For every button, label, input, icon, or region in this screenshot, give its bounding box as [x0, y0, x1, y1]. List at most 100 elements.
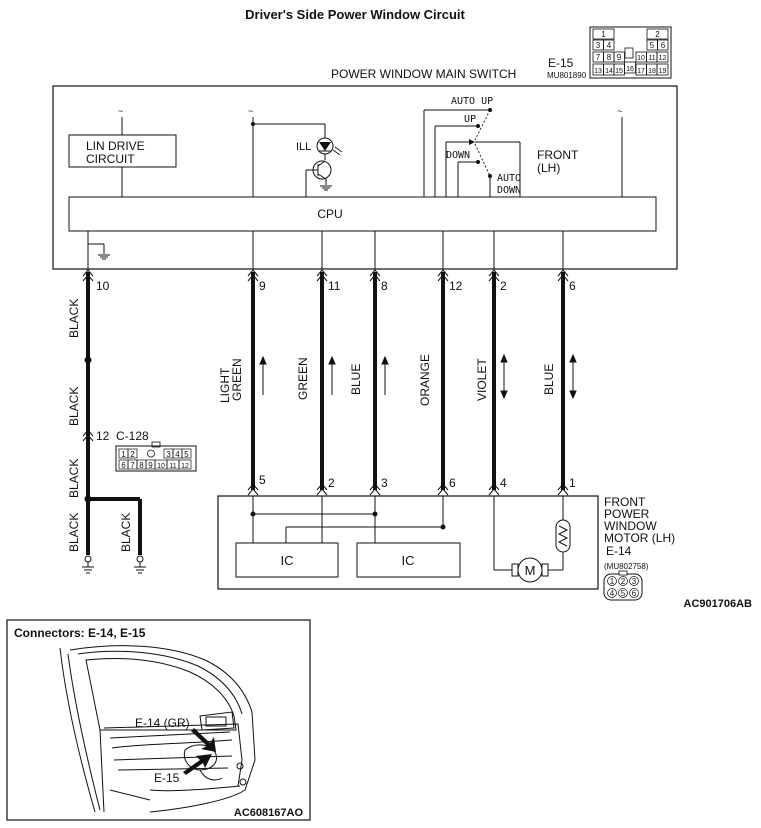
e15-pin: 12	[659, 55, 667, 62]
pin-bottom-4: 4	[500, 476, 507, 490]
e15-pin: 9	[617, 53, 622, 62]
connectors-title: Connectors: E-14, E-15	[14, 626, 146, 640]
connectors-box	[6, 619, 311, 821]
e14-pin-2: 2	[621, 577, 626, 586]
e15-pin: 18	[648, 68, 656, 75]
c128-pin-3: 3	[166, 450, 171, 459]
c128-pin: 12	[96, 429, 110, 443]
e15-pin: 19	[659, 68, 667, 75]
e15-pin: 5	[650, 41, 655, 50]
cpu-block	[68, 196, 657, 232]
c128-pin-1: 1	[121, 450, 126, 459]
e15-pin: 13	[594, 68, 602, 75]
motor-label-2: POWER	[604, 507, 650, 521]
callout-e14: E-14 (GR)	[135, 716, 190, 730]
pin-top-12: 12	[449, 279, 463, 293]
lin-drive-line1: LIN DRIVE	[86, 139, 145, 153]
e15-pin: 16	[626, 66, 634, 73]
motor-m-label: M	[525, 563, 536, 578]
callout-e15: E-15	[154, 771, 180, 785]
e14-pin-4: 4	[610, 589, 615, 598]
e15-pin: 17	[637, 68, 645, 75]
switch-label: POWER WINDOW MAIN SWITCH	[331, 67, 516, 81]
wire-color-blue-1: BLUE	[349, 364, 363, 395]
wire-color-black-5: BLACK	[119, 513, 133, 552]
e15-pin: 2	[655, 30, 660, 39]
ic-label-2: IC	[402, 553, 415, 568]
e15-pin: 11	[648, 55, 655, 62]
e14-pin-5: 5	[621, 589, 626, 598]
e14-pin-1: 1	[610, 577, 615, 586]
pin-top-2: 2	[500, 279, 507, 293]
wire-color-green-2: GREEN	[296, 357, 310, 400]
e14-pin-3: 3	[632, 577, 637, 586]
c128-pin-5: 5	[184, 450, 189, 459]
sw-auto-label: AUTO	[497, 173, 521, 184]
e14-part-number: (MU802758)	[604, 562, 649, 571]
wire-color-black-4: BLACK	[67, 513, 81, 552]
wavy-mark: ~	[617, 106, 622, 116]
e14-connector-grid: 1 2 3 4 5 6	[603, 570, 643, 601]
wire-color-violet: VIOLET	[475, 358, 489, 401]
c128-connector-grid: 1 2 3 4 5 6 7 8 9 10 11 12	[115, 441, 197, 472]
e15-pin: 6	[661, 41, 666, 50]
motor-symbol: M	[511, 557, 549, 583]
pin-bottom-6: 6	[449, 476, 456, 490]
c128-pin-9: 9	[148, 461, 153, 470]
signal-arrows	[259, 353, 577, 400]
wire-color-black-1: BLACK	[67, 299, 81, 338]
pin-top-9: 9	[259, 279, 266, 293]
sw-down-label: DOWN	[446, 150, 470, 161]
arrow-e15-icon	[183, 754, 212, 775]
wire-color-orange: ORANGE	[418, 354, 432, 406]
ground-symbols	[82, 555, 146, 574]
door-illustration	[59, 645, 256, 813]
wavy-mark: ~	[118, 106, 123, 116]
motor-label-4: MOTOR (LH)	[604, 531, 675, 545]
wire-color-black-3: BLACK	[67, 459, 81, 498]
motor-label-1: FRONT	[604, 495, 646, 509]
lin-drive-line2: CIRCUIT	[86, 152, 135, 166]
c128-pin-8: 8	[139, 461, 144, 470]
e14-pin-6: 6	[632, 589, 637, 598]
pin-top-6: 6	[569, 279, 576, 293]
diagram-title: Driver's Side Power Window Circuit	[245, 7, 465, 22]
pin-top-11: 11	[328, 279, 341, 293]
e15-pin: 1	[601, 30, 606, 39]
e15-pin: 14	[605, 68, 613, 75]
pin-bottom-1: 1	[569, 476, 576, 490]
e15-pin: 7	[596, 53, 601, 62]
cpu-label: CPU	[317, 207, 342, 221]
front-side-label: (LH)	[537, 161, 560, 175]
wire-color-light: LIGHT	[218, 367, 232, 403]
c128-pin-6: 6	[121, 461, 126, 470]
c128-pin-10: 10	[157, 463, 165, 470]
ill-label: ILL	[296, 141, 311, 153]
c128-pin-4: 4	[175, 450, 180, 459]
motor-label-3: WINDOW	[604, 519, 657, 533]
c128-pin-2: 2	[130, 450, 135, 459]
sw-up-label: UP	[464, 114, 476, 125]
e15-connector-grid: 1 2 3 4 5 6 7 8 9 10 11 12 13 14 15 16	[589, 26, 672, 79]
e15-pin: 3	[596, 41, 601, 50]
thermal-element-icon	[555, 519, 571, 553]
front-label: FRONT	[537, 148, 579, 162]
pin-bottom-3: 3	[381, 476, 388, 490]
wire-color-blue-2: BLUE	[542, 364, 556, 395]
arrow-e14-icon	[191, 728, 216, 752]
main-switch-box	[52, 85, 678, 270]
c128-label: C-128	[116, 429, 149, 443]
pin-top-10: 10	[96, 279, 110, 293]
e15-pin: 4	[607, 41, 612, 50]
pin-bottom-2: 2	[328, 476, 335, 490]
e15-pin: 10	[637, 55, 645, 62]
c128-pin-11: 11	[169, 463, 176, 470]
sw-auto-down-label: DOWN	[497, 185, 521, 196]
top-chevrons	[82, 269, 569, 282]
sw-auto-up-label: AUTO UP	[451, 96, 493, 107]
e15-pin: 8	[607, 53, 612, 62]
ic-label-1: IC	[281, 553, 294, 568]
pin-bottom-5: 5	[259, 473, 266, 487]
wavy-mark: ~	[248, 106, 253, 116]
